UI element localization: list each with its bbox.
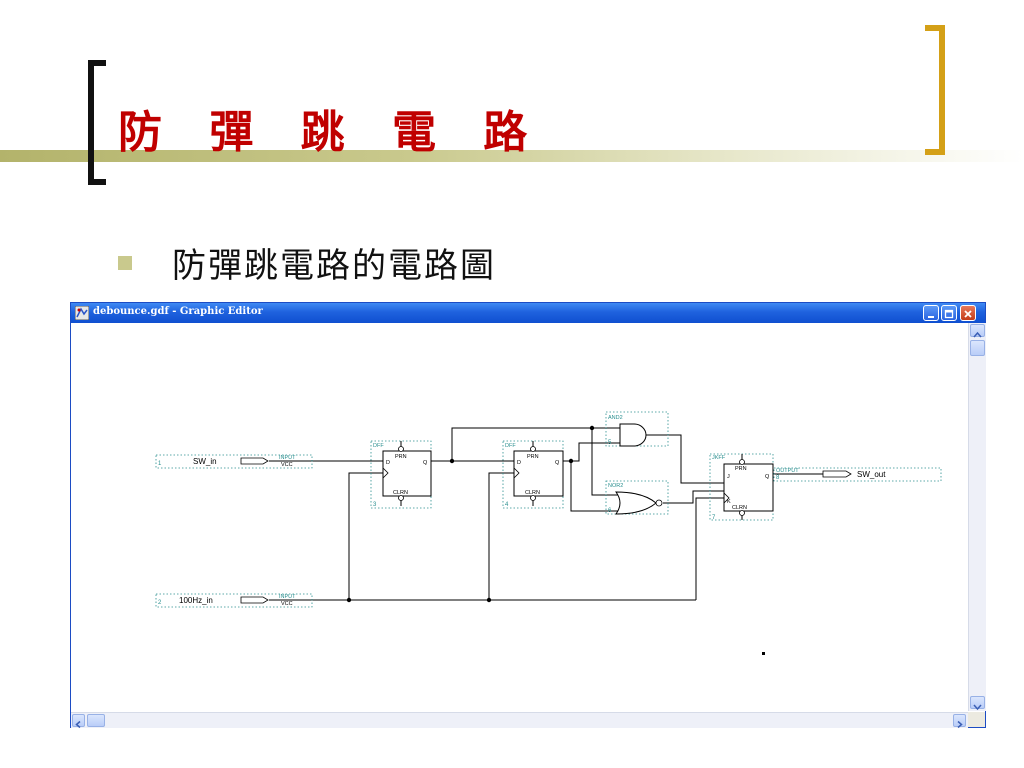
- close-button[interactable]: [960, 305, 976, 321]
- svg-text:6: 6: [608, 508, 612, 514]
- minimize-icon: [928, 316, 934, 318]
- minimize-button[interactable]: [923, 305, 939, 321]
- 100hz-in-label: 100Hz_in: [179, 596, 213, 605]
- bullet-marker: [118, 256, 132, 270]
- scroll-up-button[interactable]: [970, 324, 985, 338]
- resize-grip[interactable]: [968, 712, 985, 727]
- right-bracket: [925, 25, 945, 155]
- vertical-scrollbar[interactable]: [968, 323, 986, 711]
- scroll-thumb-vertical[interactable]: [970, 340, 985, 356]
- horizontal-scrollbar[interactable]: [71, 712, 968, 729]
- graphic-editor-window: debounce.gdf - Graphic Editor: [70, 302, 986, 729]
- window-title: debounce.gdf - Graphic Editor: [93, 306, 263, 317]
- sw-in-pin: 1 SW_in INPUT VCC: [158, 455, 296, 468]
- svg-text:PRN: PRN: [527, 454, 539, 460]
- slide-title: 防 彈 跳 電 路: [118, 107, 544, 158]
- title-underline: [0, 150, 1024, 162]
- schematic-canvas[interactable]: 1 SW_in INPUT VCC 2 100Hz_in INPUT VCC O…: [71, 323, 967, 711]
- app-icon[interactable]: [75, 306, 89, 320]
- nor2-gate: NOR2 6: [608, 483, 663, 515]
- svg-text:INPUT: INPUT: [279, 594, 296, 600]
- 100hz-in-pin: 2 100Hz_in INPUT VCC: [158, 594, 296, 607]
- scroll-left-button[interactable]: [72, 714, 85, 729]
- maximize-button[interactable]: [941, 305, 957, 321]
- svg-text:INPUT: INPUT: [279, 455, 296, 461]
- svg-text:OUTPUT: OUTPUT: [776, 468, 799, 474]
- svg-text:3: 3: [373, 502, 377, 508]
- svg-text:JKFF: JKFF: [712, 455, 726, 461]
- svg-text:1: 1: [158, 461, 162, 467]
- svg-text:Q: Q: [423, 460, 428, 466]
- dff-2: DFF PRN D Q CLRN 4: [505, 441, 564, 508]
- svg-text:DFF: DFF: [505, 443, 516, 449]
- bullet-text: 防彈跳電路的電路圖: [172, 246, 496, 286]
- close-icon: [964, 310, 972, 318]
- scroll-right-icon: [957, 720, 963, 729]
- svg-text:AND2: AND2: [608, 415, 623, 421]
- svg-text:D: D: [386, 460, 390, 466]
- svg-text:CLRN: CLRN: [525, 490, 540, 496]
- scroll-thumb-horizontal[interactable]: [87, 714, 105, 727]
- svg-text:CLRN: CLRN: [393, 490, 408, 496]
- svg-text:2: 2: [158, 600, 162, 606]
- svg-text:J: J: [727, 474, 730, 480]
- maximize-icon: [944, 309, 954, 319]
- svg-text:NOR2: NOR2: [608, 483, 623, 489]
- scroll-left-icon: [75, 720, 81, 729]
- svg-text:CLRN: CLRN: [732, 505, 747, 511]
- scroll-down-icon: [973, 704, 982, 711]
- window-titlebar[interactable]: debounce.gdf - Graphic Editor: [71, 303, 985, 323]
- svg-text:Q: Q: [555, 460, 560, 466]
- sw-out-pin: OUTPUT 8 SW_out: [776, 468, 886, 481]
- svg-text:PRN: PRN: [735, 466, 747, 472]
- svg-text:D: D: [517, 460, 521, 466]
- svg-text:7: 7: [712, 515, 716, 521]
- jkff: JKFF PRN J Q K CLRN 7: [712, 454, 774, 521]
- left-bracket: [88, 60, 106, 185]
- svg-text:PRN: PRN: [395, 454, 407, 460]
- dff-1: DFF PRN D Q CLRN 3: [373, 441, 432, 508]
- svg-text:DFF: DFF: [373, 443, 384, 449]
- scroll-up-icon: [973, 331, 982, 338]
- and2-gate: AND2 5: [608, 415, 647, 447]
- sw-out-label: SW_out: [857, 470, 886, 479]
- svg-text:8: 8: [776, 475, 780, 481]
- svg-text:VCC: VCC: [281, 462, 293, 468]
- svg-text:K: K: [727, 499, 731, 505]
- svg-text:VCC: VCC: [281, 601, 293, 607]
- sw-in-label: SW_in: [193, 457, 217, 466]
- svg-text:5: 5: [608, 440, 612, 446]
- scroll-right-button[interactable]: [953, 714, 966, 729]
- svg-text:4: 4: [505, 502, 509, 508]
- scroll-down-button[interactable]: [970, 696, 985, 711]
- svg-text:Q: Q: [765, 474, 770, 480]
